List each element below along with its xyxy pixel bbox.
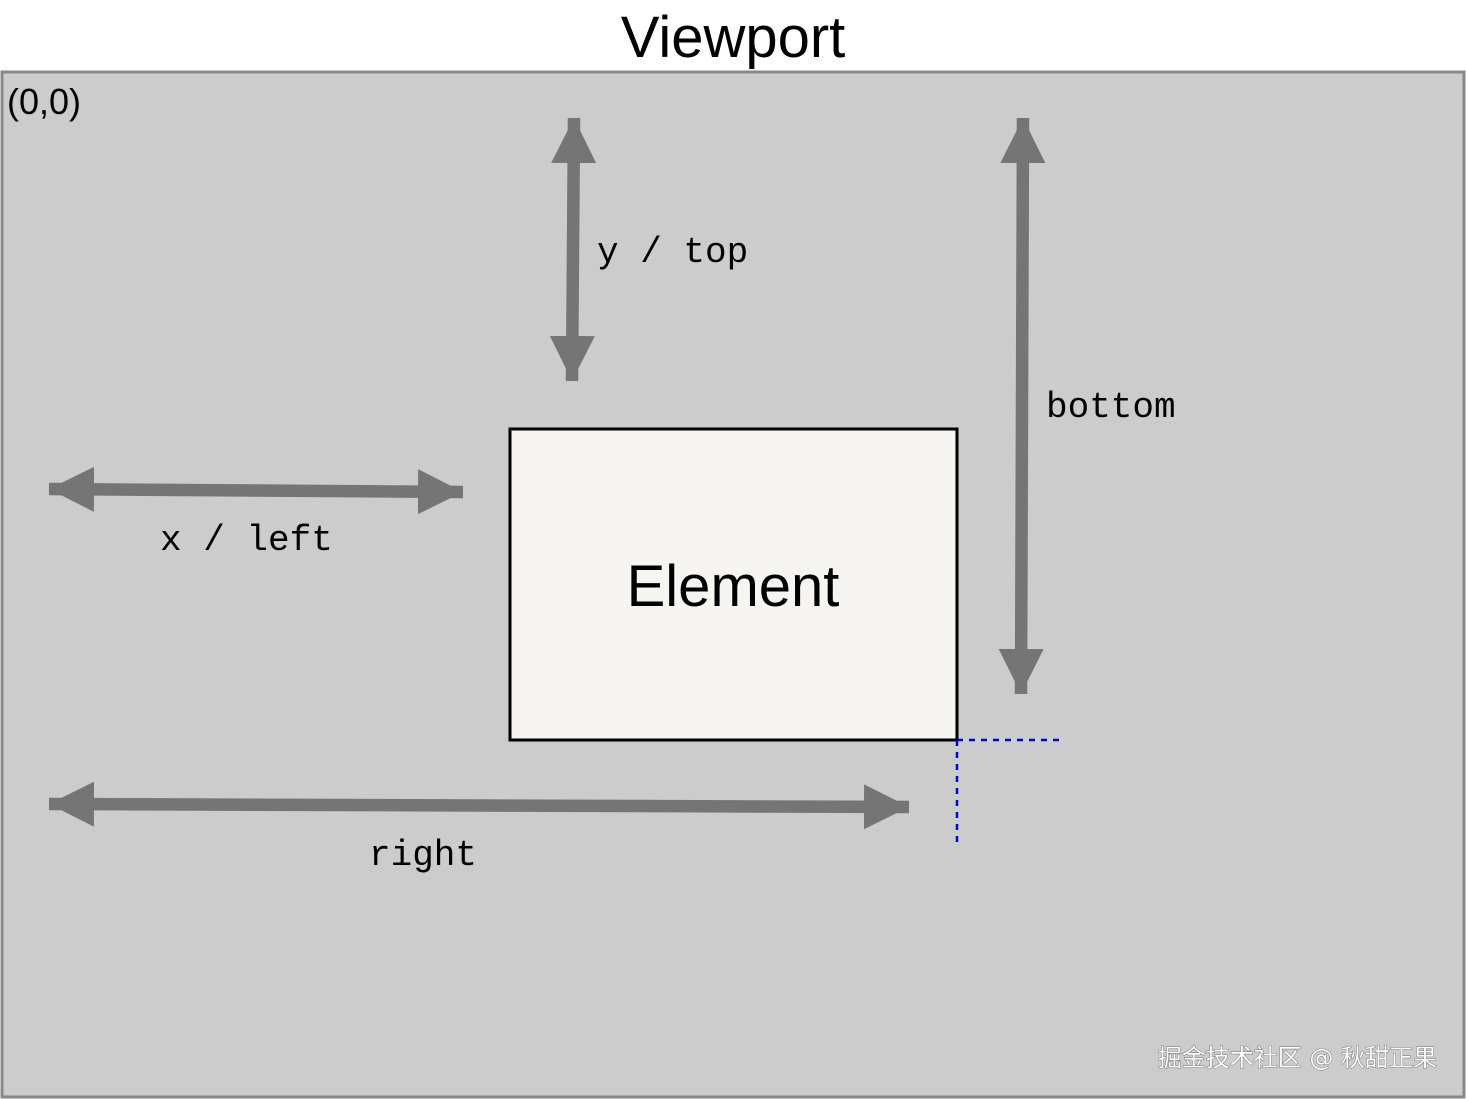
element-box bbox=[508, 427, 959, 742]
watermark: 掘金技术社区 @ 秋甜正果 bbox=[1158, 1044, 1437, 1072]
element-label: Element bbox=[627, 554, 840, 619]
x-left-arrow bbox=[48, 466, 464, 515]
bottom-label: bottom bbox=[1046, 387, 1176, 428]
x-left-label: x / left bbox=[160, 520, 333, 561]
right-arrow bbox=[48, 781, 910, 830]
origin-label: (0,0) bbox=[7, 81, 81, 122]
y-top-label: y / top bbox=[597, 232, 748, 273]
y-top-arrow bbox=[549, 117, 597, 382]
bottom-arrow bbox=[998, 117, 1046, 695]
viewport-title: Viewport bbox=[621, 5, 846, 70]
right-label: right bbox=[369, 835, 477, 876]
